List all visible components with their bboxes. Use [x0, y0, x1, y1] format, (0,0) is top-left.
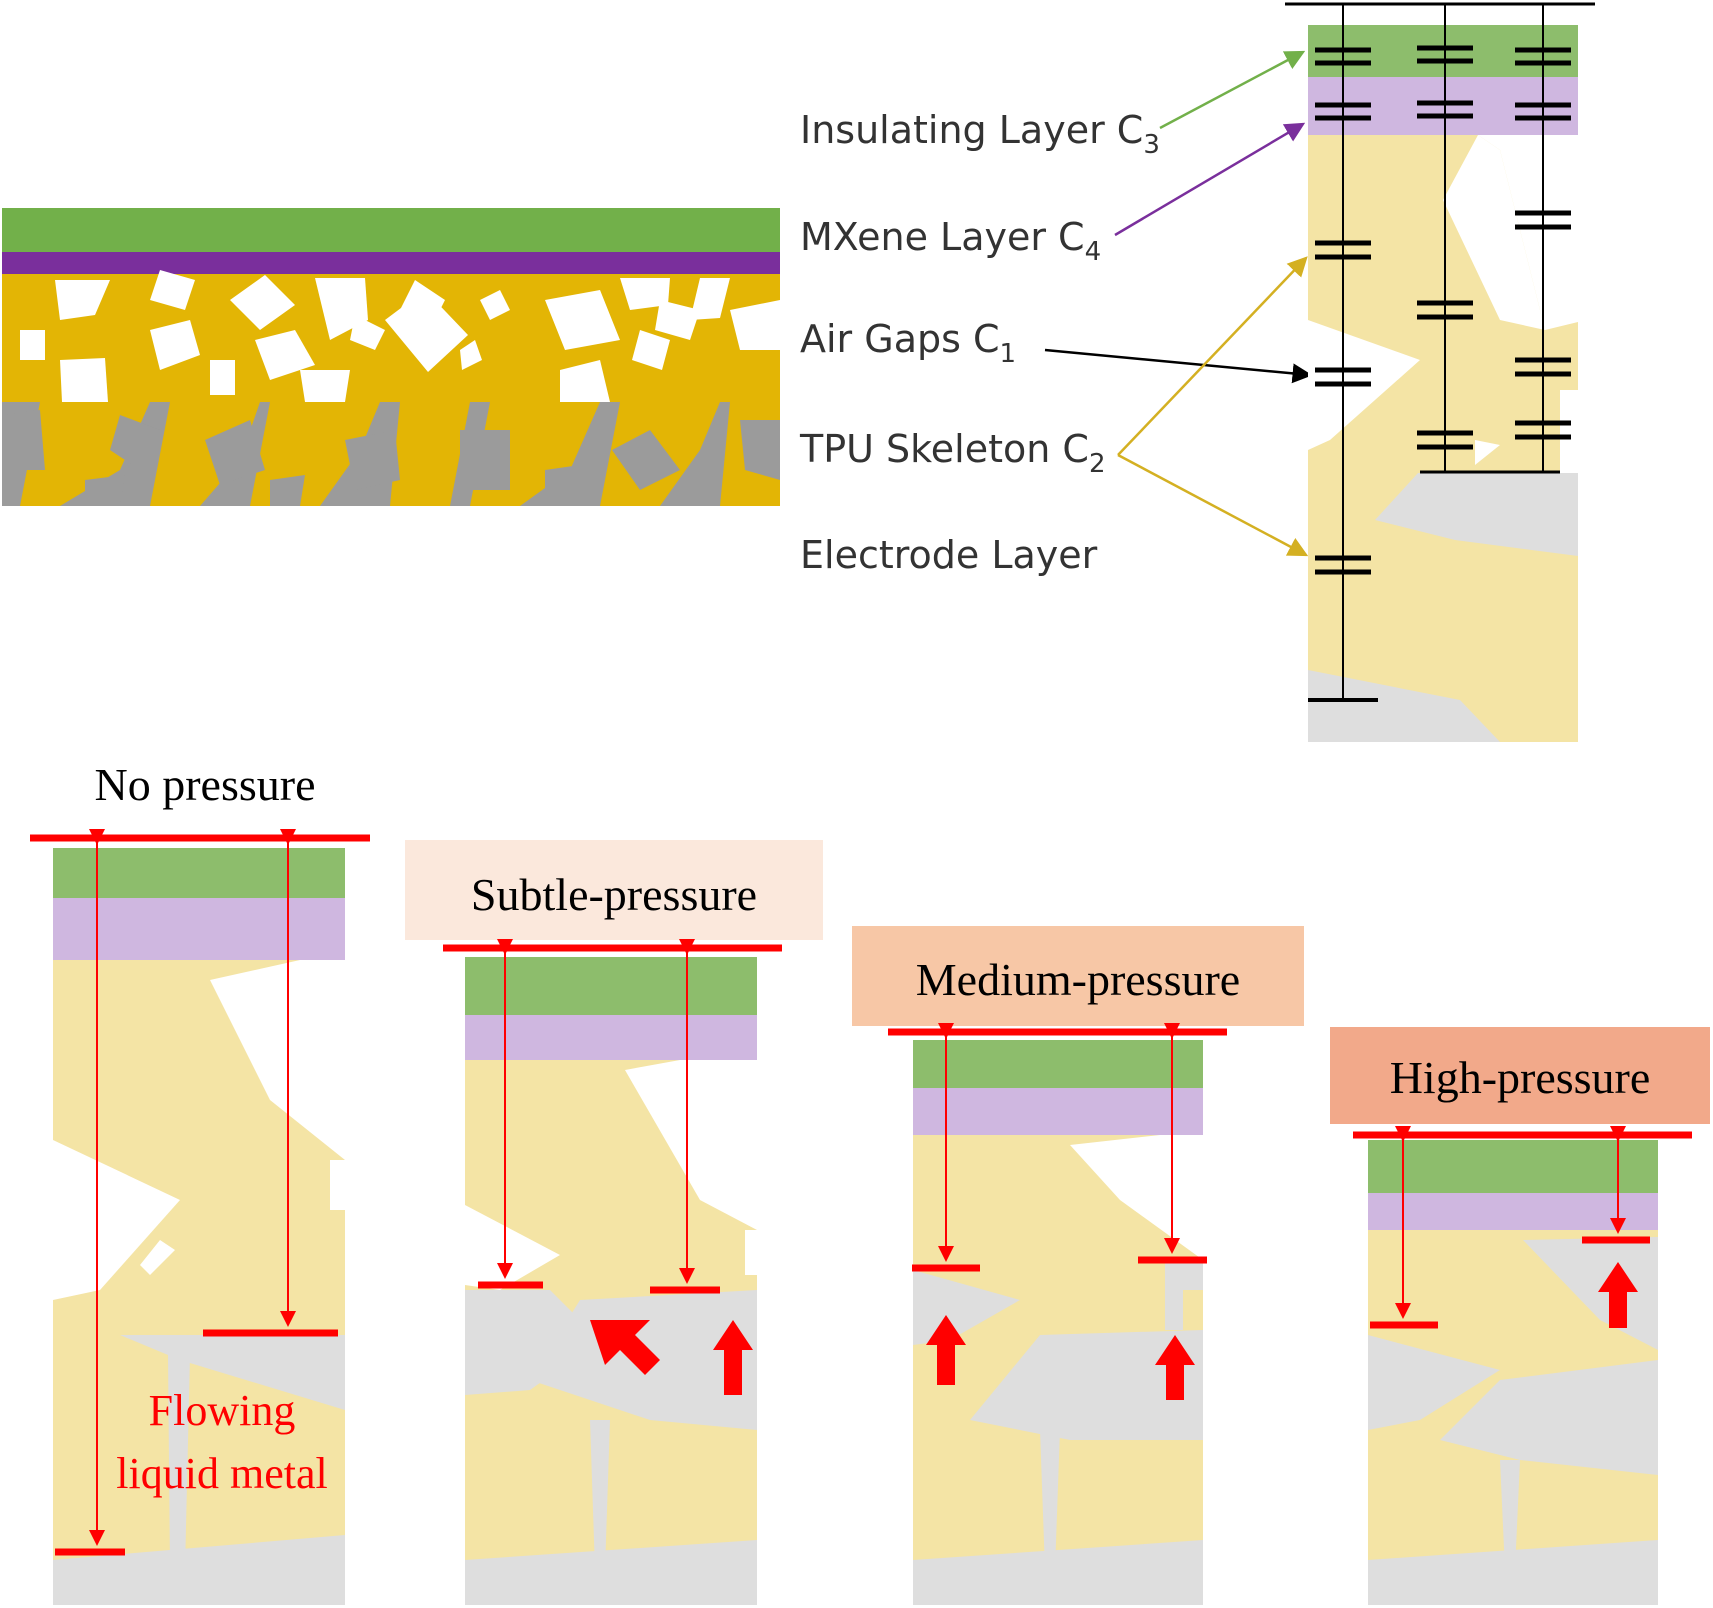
high-pressure-title: High-pressure [1390, 1052, 1651, 1103]
tpu-arrow-down [1117, 453, 1309, 557]
capacitor-symbols [1315, 45, 1571, 575]
panel-subtle-pressure: Subtle-pressure [405, 840, 823, 1605]
sensor-cross-section [2, 208, 780, 506]
subtle-pressure-title: Subtle-pressure [471, 869, 757, 920]
pressure-arrow-up-high [1598, 1262, 1638, 1328]
no-pressure-title: No pressure [95, 759, 316, 810]
electrode-layer-label: Electrode Layer [800, 533, 1098, 577]
mxene-layer-label: MXene Layer C4 [800, 215, 1101, 267]
air-gaps-label: Air Gaps C1 [800, 317, 1016, 369]
panel-no-pressure: No pressure Flowing liquid metal [30, 759, 370, 1605]
panel-medium-pressure: Medium-pressure [852, 926, 1304, 1605]
label-arrows [1044, 50, 1313, 557]
air-pores [20, 270, 780, 402]
pressure-arrow-diagonal [590, 1320, 660, 1375]
insulating-layer-label: Insulating Layer C3 [800, 108, 1160, 160]
layer-labels: Insulating Layer C3 MXene Layer C4 Air G… [799, 108, 1160, 577]
air-gaps-arrow [1044, 348, 1313, 384]
tpu-arrow-up [1117, 256, 1308, 456]
mxene-arrow [1114, 122, 1306, 237]
pressure-arrow-up-right [1155, 1335, 1195, 1400]
medium-pressure-title: Medium-pressure [916, 954, 1240, 1005]
pressure-arrow-up [713, 1320, 753, 1395]
panel-high-pressure: High-pressure [1330, 1027, 1710, 1605]
insulating-layer [2, 208, 780, 252]
pressure-arrow-up-left [926, 1315, 966, 1385]
equivalent-circuit [1285, 2, 1595, 742]
flowing-label-line1: Flowing [149, 1386, 296, 1435]
insulating-arrow [1159, 50, 1306, 130]
flowing-label-line2: liquid metal [116, 1449, 327, 1498]
electrode-particles [2, 410, 780, 506]
circuit-metal-regions [1308, 473, 1578, 742]
tpu-skeleton-label: TPU Skeleton C2 [799, 427, 1106, 479]
mxene-layer [2, 252, 780, 274]
